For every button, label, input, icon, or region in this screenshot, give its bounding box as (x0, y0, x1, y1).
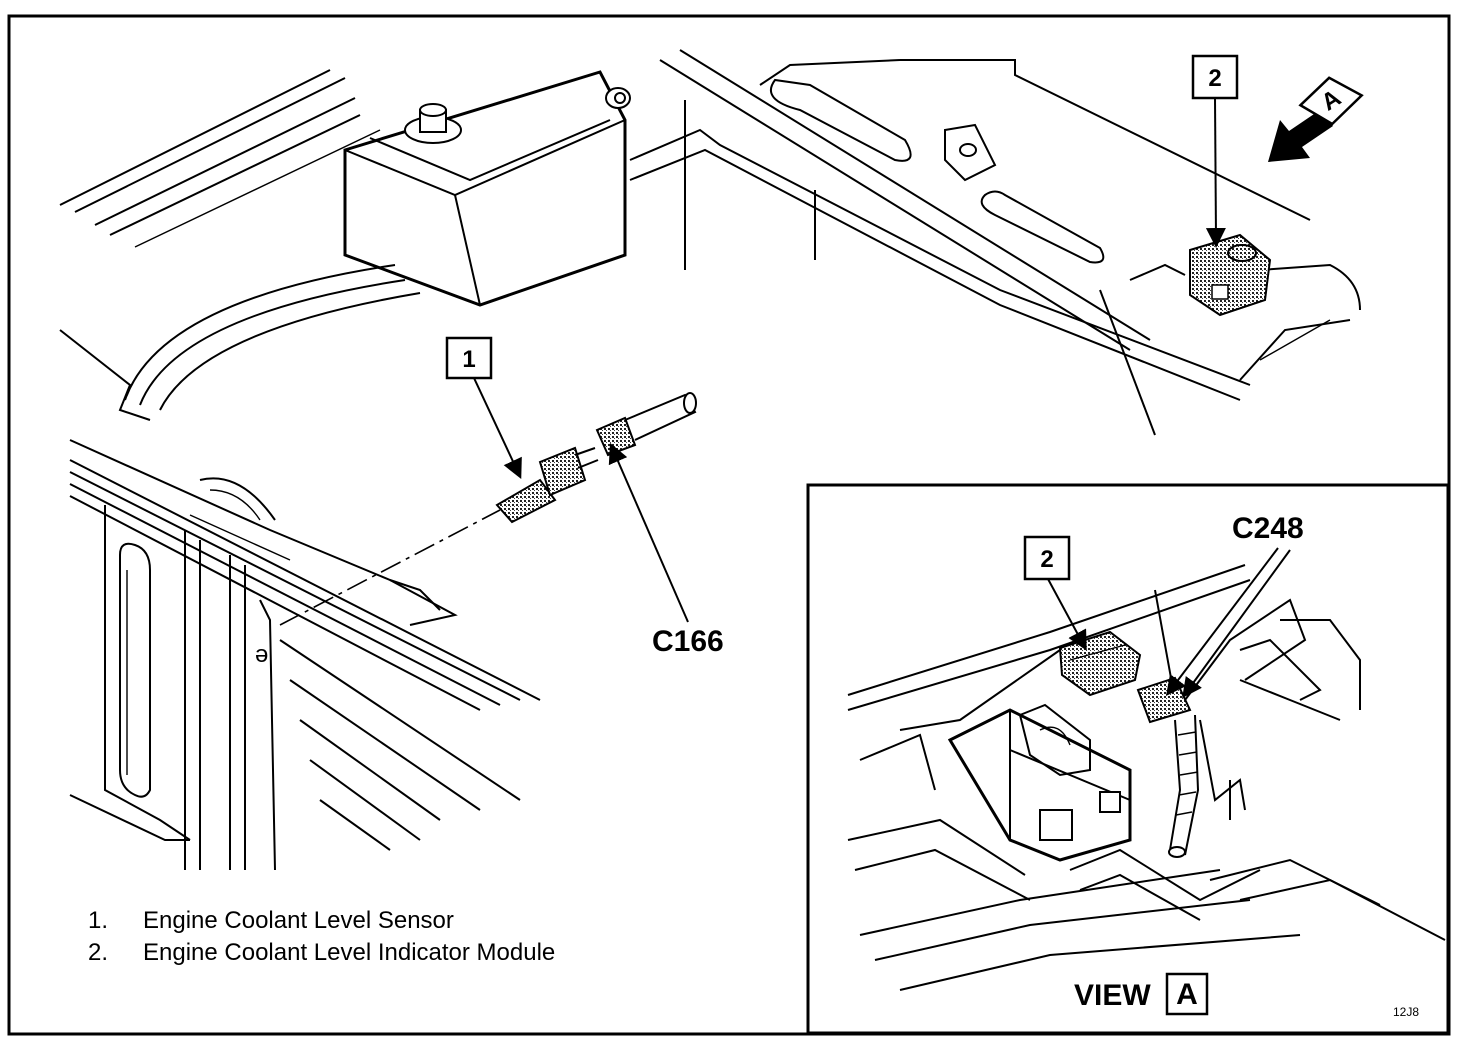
legend-label-2: Engine Coolant Level Indicator Module (143, 939, 555, 966)
coolant-level-sensor (495, 446, 599, 524)
connector-c166 (595, 392, 697, 457)
callout-1: 1 (445, 336, 493, 380)
leader-line-1 (473, 377, 522, 480)
c166-leader (608, 442, 689, 623)
legend-number-1: 1. (88, 907, 108, 934)
engine-compartment-drawing: ə (59, 49, 1361, 871)
c248-label: C248 (1232, 512, 1304, 545)
inset-frame (806, 483, 1450, 1035)
c248-leader-2 (1182, 549, 1291, 699)
callout-2-inset-label: 2 (1040, 546, 1053, 573)
view-a-arrow: A (1268, 76, 1364, 162)
view-label-letter: A (1176, 978, 1198, 1011)
leader-line-2-inset (1047, 578, 1087, 651)
leader-line-2 (1205, 97, 1226, 248)
figure-id: 12J8 (1393, 1005, 1419, 1019)
coolant-reservoir (343, 70, 631, 307)
legend-number-2: 2. (88, 939, 108, 966)
callout-2-main-label: 2 (1208, 65, 1221, 92)
callout-2-main: 2 (1191, 54, 1239, 100)
c166-label: C166 (652, 625, 724, 658)
indicator-module-main (1189, 233, 1272, 317)
legend-label-1: Engine Coolant Level Sensor (143, 907, 454, 934)
c248-leader-1 (1165, 547, 1279, 696)
view-a-label: VIEW A (1074, 972, 1209, 1016)
callout-2-inset: 2 (1023, 535, 1071, 581)
legend: 1. Engine Coolant Level Sensor 2. Engine… (88, 907, 555, 966)
view-label-text: VIEW (1074, 979, 1151, 1012)
callout-1-label: 1 (462, 346, 475, 373)
svg-text:ə: ə (255, 641, 268, 668)
inset-view-a (806, 483, 1450, 1035)
